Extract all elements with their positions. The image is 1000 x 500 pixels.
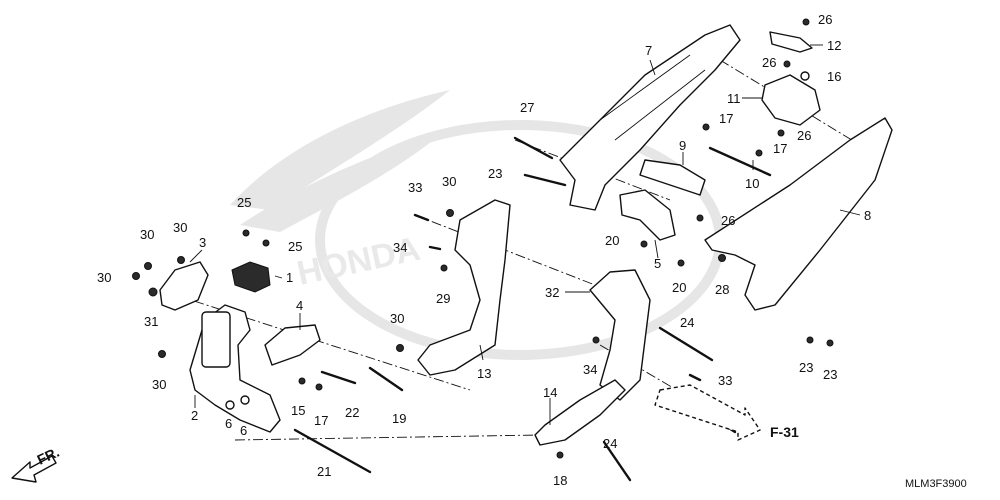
reference-label: F-31 (770, 424, 799, 440)
label-2: 2 (191, 408, 198, 423)
front-direction-arrow: FR. (11, 444, 62, 483)
diagram-code: MLM3F3900 (905, 478, 967, 490)
label-3: 3 (199, 235, 206, 250)
label-20a: 20 (605, 233, 619, 248)
label-30a: 30 (140, 227, 154, 242)
subframe-rail-part-7 (559, 24, 741, 211)
label-19: 19 (392, 411, 406, 426)
label-18: 18 (553, 473, 567, 488)
label-30e: 30 (390, 311, 404, 326)
label-34a: 34 (393, 240, 407, 255)
label-15: 15 (291, 403, 305, 418)
label-16: 16 (827, 69, 841, 84)
label-33a: 33 (408, 180, 422, 195)
label-17b: 17 (719, 111, 733, 126)
subframe-rail-part-8 (704, 117, 893, 311)
label-6a: 6 (225, 416, 232, 431)
label-12: 12 (827, 38, 841, 53)
label-27: 27 (520, 100, 534, 115)
bracket-part-4 (264, 324, 321, 366)
label-21: 21 (317, 464, 331, 479)
member-part-14 (534, 379, 626, 446)
label-30f: 30 (442, 174, 456, 189)
label-31: 31 (144, 314, 158, 329)
leader-lines (189, 44, 861, 425)
label-29: 29 (436, 291, 450, 306)
label-8: 8 (864, 208, 871, 223)
label-30c: 30 (97, 270, 111, 285)
label-10: 10 (745, 176, 759, 191)
label-25b: 25 (288, 239, 302, 254)
label-24a: 24 (680, 315, 694, 330)
label-32: 32 (545, 285, 559, 300)
label-28: 28 (715, 282, 729, 297)
label-4: 4 (296, 298, 303, 313)
label-6b: 6 (240, 423, 247, 438)
label-26a: 26 (818, 12, 832, 27)
label-20b: 20 (672, 280, 686, 295)
bracket-part-3 (159, 261, 209, 311)
reference-arrow: F-31 (654, 384, 799, 441)
label-34b: 34 (583, 362, 597, 377)
label-1: 1 (286, 270, 293, 285)
label-30d: 30 (152, 377, 166, 392)
hardware (132, 18, 834, 482)
label-26b: 26 (762, 55, 776, 70)
label-23b: 23 (799, 360, 813, 375)
bracket-part-11 (761, 74, 821, 126)
rod-part-10 (708, 146, 772, 177)
label-17c: 17 (773, 141, 787, 156)
label-17a: 17 (314, 413, 328, 428)
frame-part-32 (589, 269, 651, 401)
label-13: 13 (477, 366, 491, 381)
label-11: 11 (727, 91, 741, 106)
bracket-part-13 (417, 199, 511, 376)
label-33b: 33 (718, 373, 732, 388)
label-26d: 26 (721, 213, 735, 228)
label-23a: 23 (488, 166, 502, 181)
label-5: 5 (654, 256, 661, 271)
label-14: 14 (543, 385, 557, 400)
label-22: 22 (345, 405, 359, 420)
label-9: 9 (679, 138, 686, 153)
label-30b: 30 (173, 220, 187, 235)
label-24b: 24 (603, 436, 617, 451)
label-25a: 25 (237, 195, 251, 210)
bracket-part-12 (769, 31, 813, 53)
label-26c: 26 (797, 128, 811, 143)
part-labels: 1 2 3 4 5 6 6 7 8 9 10 11 12 13 14 15 16… (97, 12, 871, 488)
label-7: 7 (645, 43, 652, 58)
front-direction-label: FR. (35, 444, 62, 468)
bracket-part-9 (639, 159, 706, 196)
mount-part-1 (231, 261, 271, 293)
label-23c: 23 (823, 367, 837, 382)
bracket-part-5 (619, 189, 676, 241)
